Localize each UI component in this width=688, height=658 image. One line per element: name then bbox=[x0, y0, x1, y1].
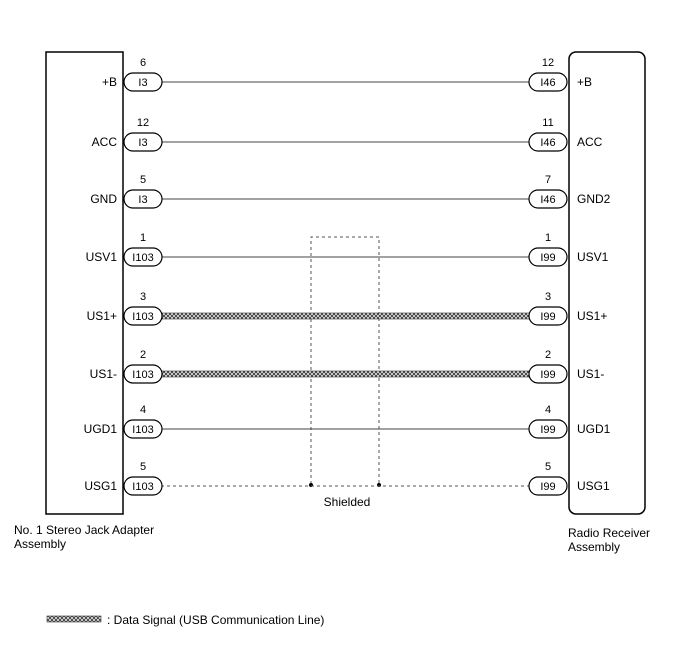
left-pin-number: 5 bbox=[140, 461, 146, 473]
right-connector-label: I46 bbox=[540, 194, 555, 206]
right-connector-pill bbox=[528, 247, 568, 267]
data-signal-wire bbox=[160, 312, 531, 320]
left-signal-name: US1- bbox=[90, 367, 117, 381]
left-pin-number: 1 bbox=[140, 232, 146, 244]
left-signal-name: UGD1 bbox=[84, 422, 118, 436]
left-signal-name: USV1 bbox=[86, 250, 118, 264]
left-pin-number: 5 bbox=[140, 174, 146, 186]
left-signal-name: ACC bbox=[92, 135, 118, 149]
left-connector-pill bbox=[123, 72, 163, 92]
right-connector-label: I46 bbox=[540, 137, 555, 149]
left-connector-label: I103 bbox=[132, 311, 153, 323]
left-pin-number: 4 bbox=[140, 404, 146, 416]
legend: : Data Signal (USB Communication Line) bbox=[46, 613, 324, 627]
left-connector-pill bbox=[123, 306, 163, 326]
left-connector-label: I3 bbox=[138, 194, 147, 206]
right-pin-number: 4 bbox=[545, 404, 551, 416]
right-signal-name: +B bbox=[577, 75, 592, 89]
right-component-box bbox=[568, 51, 646, 515]
right-connector-label: I99 bbox=[540, 252, 555, 264]
data-signal-wire bbox=[160, 370, 531, 378]
right-pin-number: 7 bbox=[545, 174, 551, 186]
right-connector-pill bbox=[528, 419, 568, 439]
left-connector-pill bbox=[123, 419, 163, 439]
left-pin-number: 2 bbox=[140, 349, 146, 361]
left-signal-name: GND bbox=[90, 192, 117, 206]
left-connector-pill bbox=[123, 189, 163, 209]
right-connector-pill bbox=[528, 364, 568, 384]
right-pin-number: 5 bbox=[545, 461, 551, 473]
right-signal-name: USV1 bbox=[577, 250, 609, 264]
right-connector-label: I99 bbox=[540, 481, 555, 493]
left-connector-label: I103 bbox=[132, 252, 153, 264]
left-component-label-line2: Assembly bbox=[14, 537, 66, 551]
right-connector-label: I99 bbox=[540, 311, 555, 323]
right-pin-number: 11 bbox=[542, 117, 553, 129]
left-pin-number: 6 bbox=[140, 57, 146, 69]
right-pin-number: 12 bbox=[542, 57, 554, 69]
right-signal-name: USG1 bbox=[577, 479, 610, 493]
right-signal-name: US1- bbox=[577, 367, 604, 381]
left-signal-name: +B bbox=[102, 75, 117, 89]
left-connector-pill bbox=[123, 247, 163, 267]
right-connector-pill bbox=[528, 306, 568, 326]
shield-outline bbox=[310, 236, 380, 484]
right-pin-number: 3 bbox=[545, 291, 551, 303]
left-connector-label: I103 bbox=[132, 481, 153, 493]
left-connector-label: I3 bbox=[138, 137, 147, 149]
right-connector-pill bbox=[528, 476, 568, 496]
left-signal-name: US1+ bbox=[87, 309, 117, 323]
left-signal-name: USG1 bbox=[84, 479, 117, 493]
right-connector-label: I99 bbox=[540, 424, 555, 436]
wire-row: I3 I46 6 12 +B +B bbox=[102, 57, 592, 92]
right-connector-label: I46 bbox=[540, 77, 555, 89]
left-connector-label: I103 bbox=[132, 369, 153, 381]
right-signal-name: UGD1 bbox=[577, 422, 611, 436]
left-connector-label: I103 bbox=[132, 424, 153, 436]
right-pin-number: 2 bbox=[545, 349, 551, 361]
legend-label: : Data Signal (USB Communication Line) bbox=[107, 613, 324, 627]
shield-label: Shielded bbox=[324, 495, 371, 509]
right-signal-name: GND2 bbox=[577, 192, 611, 206]
left-component-box bbox=[45, 51, 124, 515]
left-connector-pill bbox=[123, 364, 163, 384]
right-connector-pill bbox=[528, 189, 568, 209]
left-connector-pill bbox=[123, 132, 163, 152]
legend-data-signal-swatch bbox=[46, 615, 102, 623]
right-signal-name: US1+ bbox=[577, 309, 607, 323]
left-pin-number: 3 bbox=[140, 291, 146, 303]
right-connector-pill bbox=[528, 132, 568, 152]
left-pin-number: 12 bbox=[137, 117, 149, 129]
right-component-label-line1: Radio Receiver bbox=[568, 526, 650, 540]
right-component-label-line2: Assembly bbox=[568, 540, 620, 554]
right-connector-label: I99 bbox=[540, 369, 555, 381]
right-pin-number: 1 bbox=[545, 232, 551, 244]
left-connector-pill bbox=[123, 476, 163, 496]
right-connector-pill bbox=[528, 72, 568, 92]
right-signal-name: ACC bbox=[577, 135, 603, 149]
left-component-label-line1: No. 1 Stereo Jack Adapter bbox=[14, 523, 154, 537]
left-connector-label: I3 bbox=[138, 77, 147, 89]
